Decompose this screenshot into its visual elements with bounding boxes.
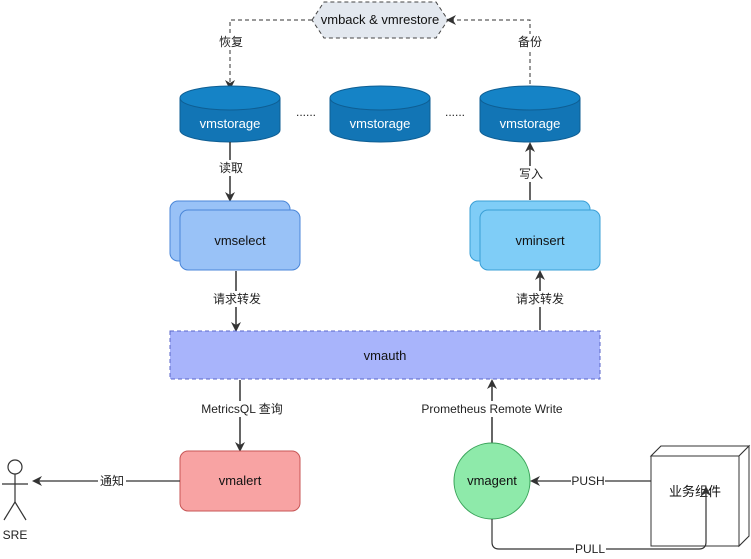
write-label: 写入	[519, 167, 543, 181]
vmstorage-right-label: vmstorage	[500, 116, 561, 131]
vmstorage-left-label: vmstorage	[200, 116, 261, 131]
notify-label: 通知	[100, 474, 124, 488]
forward-left-label: 请求转发	[213, 291, 261, 306]
restore-edge	[225, 19, 312, 90]
metricsql-label: MetricsQL 查询	[201, 402, 283, 416]
pull-label: PULL	[575, 542, 605, 556]
vmstorage-right[interactable]: vmstorage	[479, 85, 581, 143]
backup-edge	[446, 15, 531, 84]
vmstorage-middle-label: vmstorage	[350, 116, 411, 131]
vmselect-node[interactable]: vmselect	[169, 200, 301, 271]
vmagent-label: vmagent	[467, 473, 517, 488]
restore-label: 恢复	[219, 35, 243, 49]
sre-label: SRE	[3, 528, 28, 542]
remote-write-label: Prometheus Remote Write	[421, 402, 562, 416]
storage-ellipsis-left: ......	[296, 105, 316, 119]
sre-actor-icon	[2, 459, 28, 521]
vmauth-label: vmauth	[364, 348, 407, 363]
vmauth-node[interactable]: vmauth	[169, 330, 601, 380]
push-label: PUSH	[571, 474, 604, 488]
backup-restore-node[interactable]: vmback & vmrestore	[311, 1, 449, 39]
vmalert-node[interactable]: vmalert	[179, 450, 301, 512]
vmselect-label: vmselect	[214, 233, 266, 248]
service-component-label: 业务组件	[669, 484, 721, 499]
vmstorage-left[interactable]: vmstorage	[179, 85, 281, 143]
vminsert-label: vminsert	[515, 233, 565, 248]
read-label: 读取	[219, 161, 243, 175]
backup-label: 备份	[518, 35, 542, 49]
storage-ellipsis-right: ......	[445, 105, 465, 119]
vminsert-node[interactable]: vminsert	[469, 200, 601, 271]
vmstorage-middle[interactable]: vmstorage	[329, 85, 431, 143]
vmalert-label: vmalert	[219, 473, 262, 488]
vmagent-node[interactable]: vmagent	[453, 442, 531, 520]
service-component-node[interactable]: 业务组件	[649, 444, 751, 548]
forward-right-label: 请求转发	[516, 291, 564, 306]
backup-restore-label: vmback & vmrestore	[321, 12, 439, 27]
